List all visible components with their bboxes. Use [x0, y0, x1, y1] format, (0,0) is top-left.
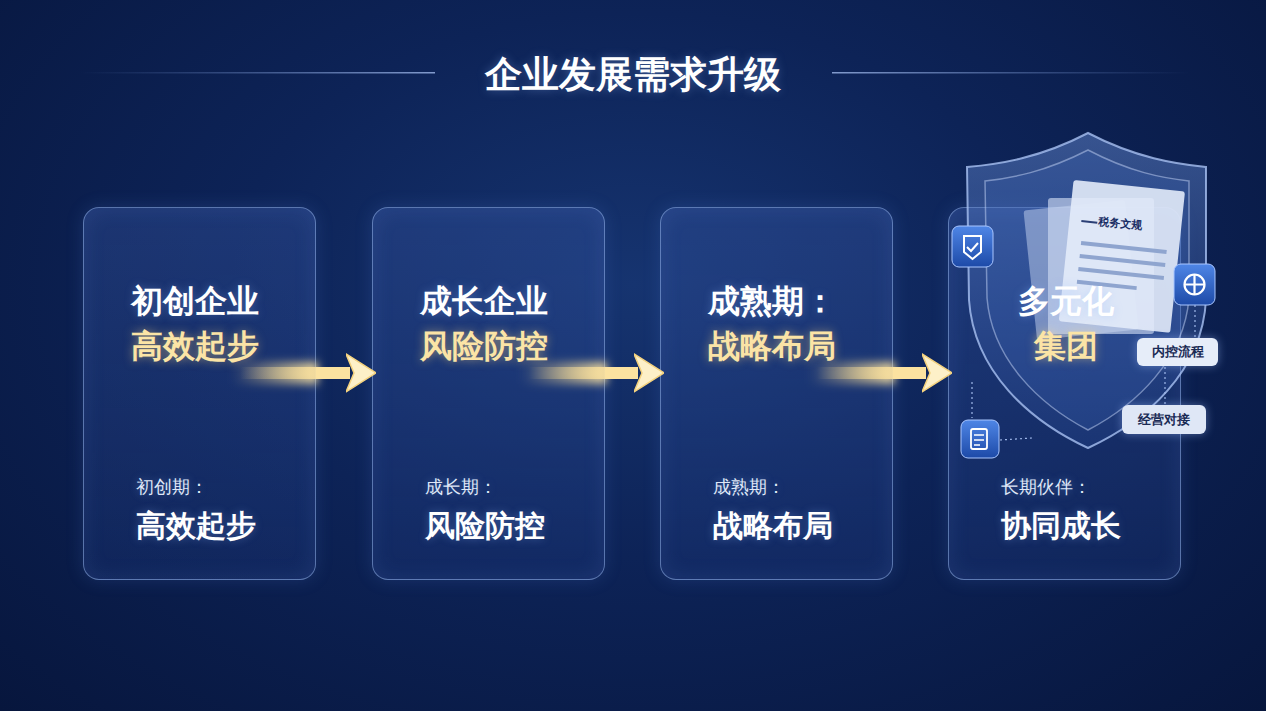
- stage-card: 初创企业高效起步初创期：高效起步: [83, 207, 316, 580]
- flow-arrow: [893, 367, 926, 379]
- stage-period: 成长期：: [425, 475, 497, 499]
- stage-highlight: 风险防控: [420, 325, 548, 369]
- stage-goal: 战略布局: [713, 506, 833, 547]
- title-rule: [80, 72, 435, 74]
- stage-card: 成熟期：战略布局成熟期：战略布局: [660, 207, 893, 580]
- stage-goal: 高效起步: [136, 506, 256, 547]
- title-rule: [832, 72, 1190, 74]
- stage-period: 成熟期：: [713, 475, 785, 499]
- stage-goal: 风险防控: [425, 506, 545, 547]
- stage-card: 成长企业风险防控成长期：风险防控: [372, 207, 605, 580]
- flow-arrow: [605, 367, 638, 379]
- stage-heading: 初创企业: [131, 280, 259, 324]
- stage-heading: 多元化: [949, 280, 1182, 324]
- icon-glyph: [1185, 275, 1205, 295]
- dotted-leader: [1194, 305, 1195, 338]
- icon-glyph: [1185, 275, 1205, 295]
- feature-tag: 内控流程: [1137, 338, 1218, 366]
- stage-highlight: 战略布局: [708, 325, 836, 369]
- stage-highlight: 高效起步: [131, 325, 259, 369]
- stage-heading: 成熟期：: [708, 280, 836, 324]
- stage-heading: 成长企业: [420, 280, 548, 324]
- feature-tag: 经营对接: [1122, 405, 1206, 434]
- stage-goal: 协同成长: [1001, 506, 1121, 547]
- stage-period: 初创期：: [136, 475, 208, 499]
- stage-period: 长期伙伴：: [1001, 475, 1091, 499]
- stage-card: 多元化集团长期伙伴：协同成长: [948, 207, 1181, 580]
- flow-arrow: [316, 367, 350, 379]
- diagram-title: 企业发展需求升级: [0, 50, 1266, 100]
